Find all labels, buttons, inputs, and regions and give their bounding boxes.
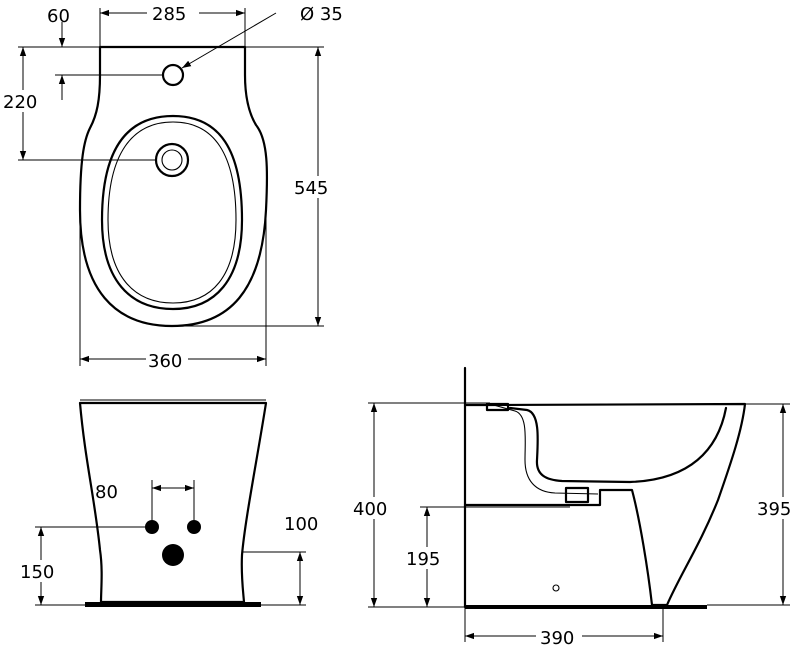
bowl-profile	[508, 406, 728, 484]
top-view: 60 285 Ø 35 220 545 360	[2, 2, 343, 372]
dim-label-outlet-height: 195	[406, 549, 440, 570]
dim-label-tap-hole: Ø 35	[300, 4, 343, 25]
dim-label-depth: 390	[540, 628, 574, 649]
dim-label-rim-height: 400	[353, 499, 387, 520]
waste-outlet	[162, 544, 184, 566]
front-base-plate	[85, 602, 261, 607]
fixing-hole	[552, 584, 560, 592]
dim-label-tap-offset: 60	[47, 6, 70, 27]
outlet-spigot	[564, 486, 590, 504]
dim-label-waste-distance: 220	[3, 92, 37, 113]
rim-flush-detail	[485, 402, 510, 412]
tap-hole	[161, 63, 185, 87]
side-view: 400 195 395 390	[352, 366, 798, 649]
dim-label-width: 360	[148, 351, 182, 372]
side-base-plate	[465, 605, 707, 609]
inlet-left	[145, 520, 159, 534]
inlet-right	[187, 520, 201, 534]
front-view: 80 150 100	[18, 399, 318, 607]
bowl-inner-profile	[489, 403, 599, 495]
dim-label-inlet-height: 100	[284, 514, 318, 535]
bowl-rim-outer	[100, 114, 244, 311]
leader-line	[181, 12, 277, 69]
bowl-rim-inner	[107, 121, 237, 304]
side-view-outline	[463, 402, 747, 607]
waste-inner-ring	[161, 149, 183, 171]
dim-label-tap-spacing: 80	[95, 482, 118, 503]
dim-label-waste-height: 150	[20, 562, 54, 583]
dim-label-height: 395	[757, 499, 791, 520]
dim-label-width-back: 285	[152, 4, 186, 25]
waste-outer-ring	[154, 142, 190, 178]
dim-label-length: 545	[294, 178, 328, 199]
